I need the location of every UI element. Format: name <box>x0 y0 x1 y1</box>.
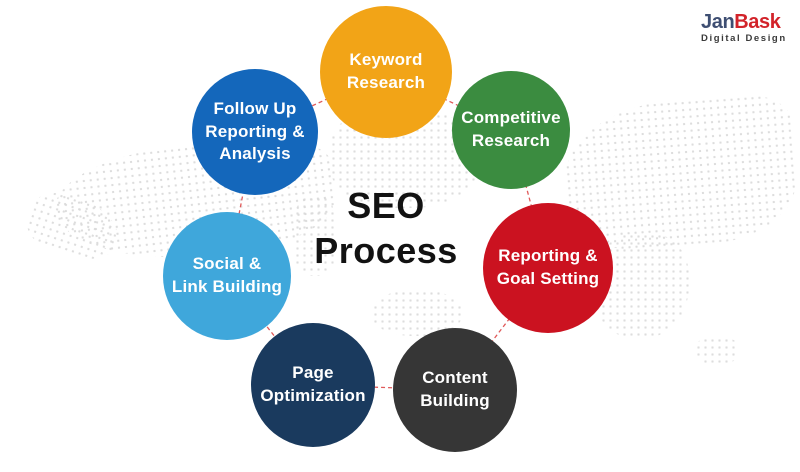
logo-tagline: Digital Design <box>701 33 787 44</box>
circle-label: Reporting & Goal Setting <box>496 246 600 288</box>
circle-reporting-goal-setting: Reporting & Goal Setting <box>483 203 613 333</box>
circle-social-link-building: Social & Link Building <box>163 212 291 340</box>
circle-label: Page Optimization <box>260 363 366 405</box>
circle-content-building: Content Building <box>393 328 517 452</box>
circle-page-optimization: Page Optimization <box>251 323 375 447</box>
circle-label: Keyword Research <box>346 50 426 92</box>
janbask-logo: JanBask Digital Design <box>701 12 796 44</box>
circle-keyword-research: Keyword Research <box>320 6 452 138</box>
logo-wordmark: JanBask <box>701 12 796 32</box>
circle-label: Follow Up Reporting & Analysis <box>205 98 305 164</box>
map-dots-patch-australia <box>695 337 739 364</box>
diagram-title: SEO Process <box>314 185 458 271</box>
circle-follow-up-reporting-analysis: Follow Up Reporting & Analysis <box>192 69 318 195</box>
circle-label: Social & Link Building <box>171 254 283 296</box>
circle-label: Content Building <box>420 368 490 410</box>
map-dots-patch-atlantic <box>294 196 336 276</box>
logo-jan: Jan <box>701 11 735 33</box>
circle-label: Competitive Research <box>461 108 561 150</box>
circle-competitive-research: Competitive Research <box>452 71 570 189</box>
logo-bask: Bask <box>734 11 781 33</box>
